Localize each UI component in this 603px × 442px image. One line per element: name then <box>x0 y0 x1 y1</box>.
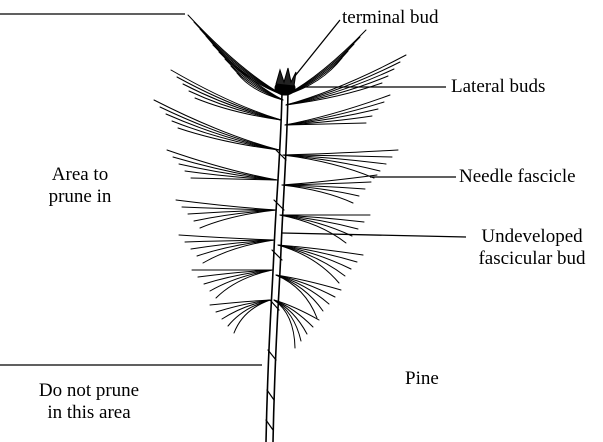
needle <box>286 37 360 95</box>
needle <box>286 55 406 105</box>
label-pine: Pine <box>405 368 439 390</box>
needle <box>154 100 279 150</box>
needle <box>286 62 400 105</box>
needle <box>179 235 274 240</box>
needle <box>203 240 274 263</box>
label-do-not-prune: Do not prune in this area <box>14 380 164 424</box>
label-terminal-bud: terminal bud <box>342 7 439 29</box>
needle <box>194 22 283 95</box>
label-donot-line1: Do not prune <box>14 380 164 402</box>
leader-undeveloped-bud <box>282 233 466 237</box>
needle <box>283 150 398 155</box>
label-undeveloped-line1: Undeveloped <box>464 226 600 248</box>
label-area-line2: prune in <box>30 186 130 208</box>
label-lateral-buds: Lateral buds <box>451 76 545 98</box>
label-undeveloped-fascicular-bud: Undeveloped fascicular bud <box>464 226 600 270</box>
needle <box>171 70 281 120</box>
label-area-line1: Area to <box>30 164 130 186</box>
label-undeveloped-line2: fascicular bud <box>464 248 600 270</box>
needle <box>278 245 345 276</box>
label-needle-fascicle: Needle fascicle <box>459 166 576 188</box>
label-area-to-prune: Area to prune in <box>30 164 130 208</box>
needle <box>200 29 283 95</box>
needle <box>188 15 283 95</box>
leader-lines <box>282 20 466 237</box>
pine-stem <box>266 92 288 442</box>
needle-fascicles <box>154 15 406 348</box>
label-donot-line2: in this area <box>14 402 164 424</box>
